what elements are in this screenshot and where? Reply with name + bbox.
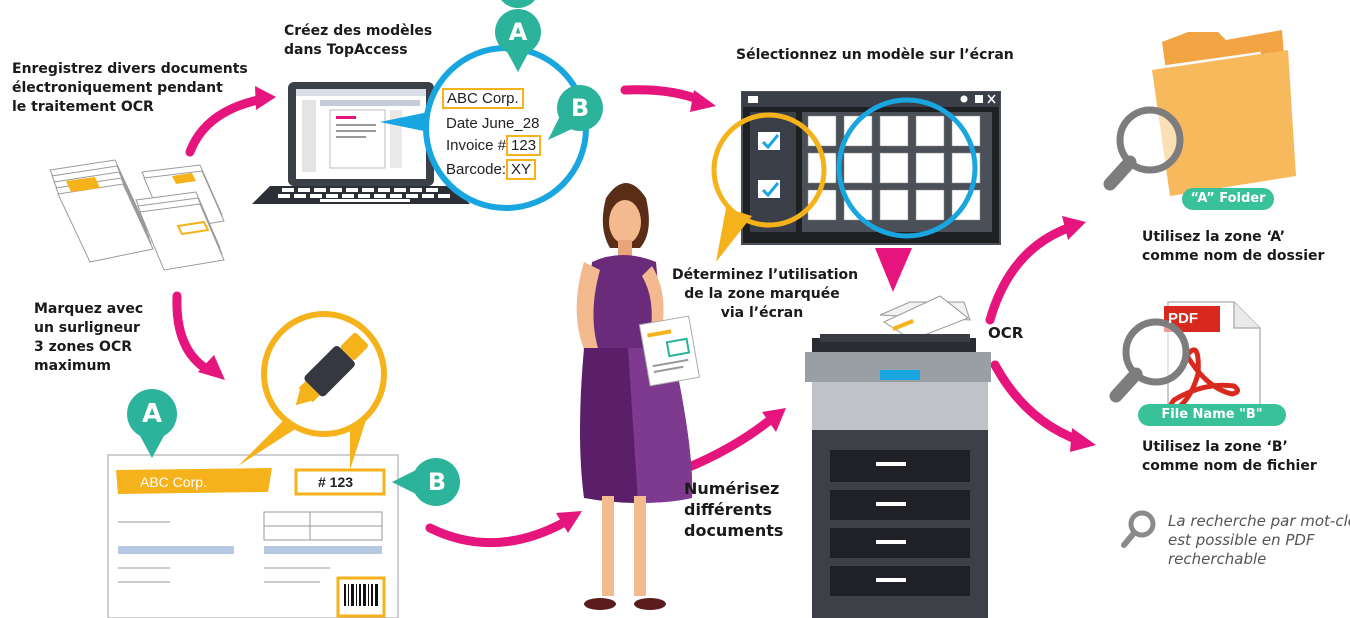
arrow-to-screen	[620, 85, 705, 105]
arrow-mfp-to-file	[990, 360, 1083, 445]
caption-zone-a: Utilisez la zone ‘A’ comme nom de dossie…	[1142, 229, 1325, 264]
arrow-down-to-document	[172, 291, 213, 375]
caption-templates: Créez des modèles dans TopAccess	[284, 23, 433, 58]
arrow-mfp-to-folder	[985, 223, 1073, 325]
marker-b-document: B	[427, 468, 447, 496]
magnifier-icon	[1103, 106, 1184, 191]
folder-icon	[1152, 30, 1296, 196]
company-highlight: ABC Corp.	[442, 88, 524, 109]
pdf-file-icon	[1164, 301, 1261, 417]
marker-pin-icon	[392, 458, 460, 506]
marker-a-document: A	[141, 399, 163, 429]
arrow-to-templates	[185, 95, 263, 157]
file-name-pill: File Name "B"	[1138, 404, 1286, 426]
folder-name-pill: “A” Folder	[1182, 188, 1274, 210]
barcode-highlight: XY	[506, 159, 537, 180]
arrow-heads	[198, 86, 1096, 533]
zone-barcode: Barcode:XY	[446, 159, 537, 181]
caption-register: Enregistrez divers documents électroniqu…	[12, 61, 248, 115]
zone-invoice: Invoice #123	[446, 135, 542, 157]
search-note: La recherche par mot-clé est possible en…	[1168, 512, 1350, 568]
mfp-touch-screen	[711, 91, 1001, 262]
document-stack-icon	[49, 159, 225, 271]
document-number-label: # 123	[318, 474, 354, 490]
mfp-printer-icon	[805, 295, 991, 618]
magnifier-icon	[1109, 318, 1190, 403]
invoice-document	[107, 454, 399, 618]
marker-a-top: A	[508, 18, 528, 46]
invoice-highlight: 123	[506, 135, 542, 156]
woman-figure	[576, 183, 701, 610]
marker-pin-icon	[495, 0, 541, 72]
arrow-screen-to-mfp	[875, 248, 912, 292]
arrow-doc-to-woman	[425, 517, 570, 548]
caption-mark: Marquez avec un surligneur 3 zones OCR m…	[34, 301, 144, 374]
document-company-label: ABC Corp.	[140, 474, 207, 490]
marker-pin-icon	[127, 389, 177, 458]
flow-arrows	[172, 85, 1083, 548]
arrow-woman-to-mfp	[682, 415, 775, 473]
zone-company: ABC Corp.	[442, 88, 524, 110]
search-magnifier-icon	[1121, 510, 1156, 548]
highlighter-icon	[238, 311, 387, 470]
caption-scan: Numérisez différents documents	[684, 479, 784, 540]
caption-zone-b: Utilisez la zone ‘B’ comme nom de fichie…	[1142, 439, 1317, 474]
marker-b-circle: B	[570, 94, 590, 122]
ocr-label: OCR	[988, 324, 1024, 342]
caption-determine: Déterminez l’utilisation de la zone marq…	[672, 267, 859, 321]
pdf-label: PDF	[1168, 310, 1198, 327]
zone-date: Date June_28	[446, 115, 540, 132]
marker-pin-icon	[548, 85, 603, 140]
caption-select-template: Sélectionnez un modèle sur l’écran	[736, 47, 1014, 63]
